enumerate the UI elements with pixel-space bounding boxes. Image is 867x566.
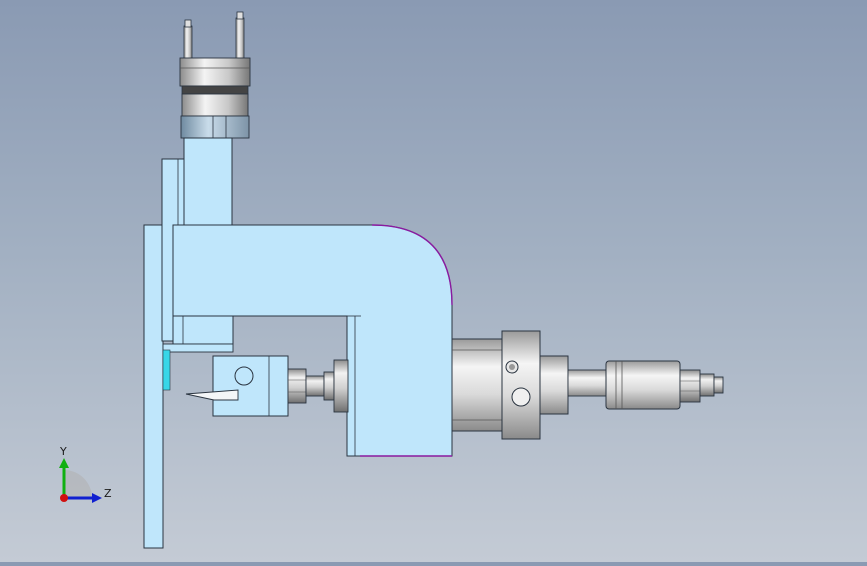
tail-stud: [699, 373, 715, 397]
coordinate-triad: Y Z: [59, 445, 112, 503]
rod-collar: [323, 371, 335, 401]
pneumatic-cylinder: [451, 330, 724, 440]
tail-rod: [567, 369, 607, 397]
lower-arm: [172, 315, 234, 345]
tail-sleeve: [605, 360, 681, 410]
tail-stud-end: [713, 376, 724, 394]
cutter-blade: [185, 389, 239, 401]
rod-gland: [333, 359, 349, 413]
rod-hex-nut: [287, 368, 307, 404]
main-bracket: [162, 224, 453, 457]
cutter-block-body: [212, 355, 289, 417]
left-pin-tip: [184, 19, 192, 28]
triad-arc: [64, 470, 92, 498]
piston-rod-assembly: [287, 359, 349, 413]
connector-head: [179, 57, 251, 87]
cutter-block: [185, 355, 289, 417]
port-lower: [511, 387, 531, 407]
cylinder-flange: [539, 355, 569, 415]
top-connector: [179, 11, 251, 139]
upper-stem: [183, 137, 233, 227]
connector-ring: [181, 85, 249, 95]
left-pin: [183, 25, 193, 61]
cyan-shim: [162, 349, 171, 391]
z-axis-label: Z: [104, 487, 112, 500]
lower-arm-plate: [162, 343, 234, 353]
long-vertical-plate: [143, 224, 164, 549]
rod-shaft: [305, 375, 325, 397]
tail-nut: [679, 369, 701, 403]
connector-barrel: [181, 93, 249, 117]
y-axis-label: Y: [59, 445, 67, 458]
cylinder-barrel: [451, 338, 503, 432]
cylinder-end-cap: [501, 330, 541, 440]
right-pin: [235, 17, 245, 61]
connector-nut: [180, 115, 250, 139]
x-axis-dot: [60, 494, 68, 502]
cutter-hole: [234, 366, 254, 386]
right-pin-tip: [236, 11, 244, 20]
bracket-edge-highlight: [371, 224, 453, 306]
